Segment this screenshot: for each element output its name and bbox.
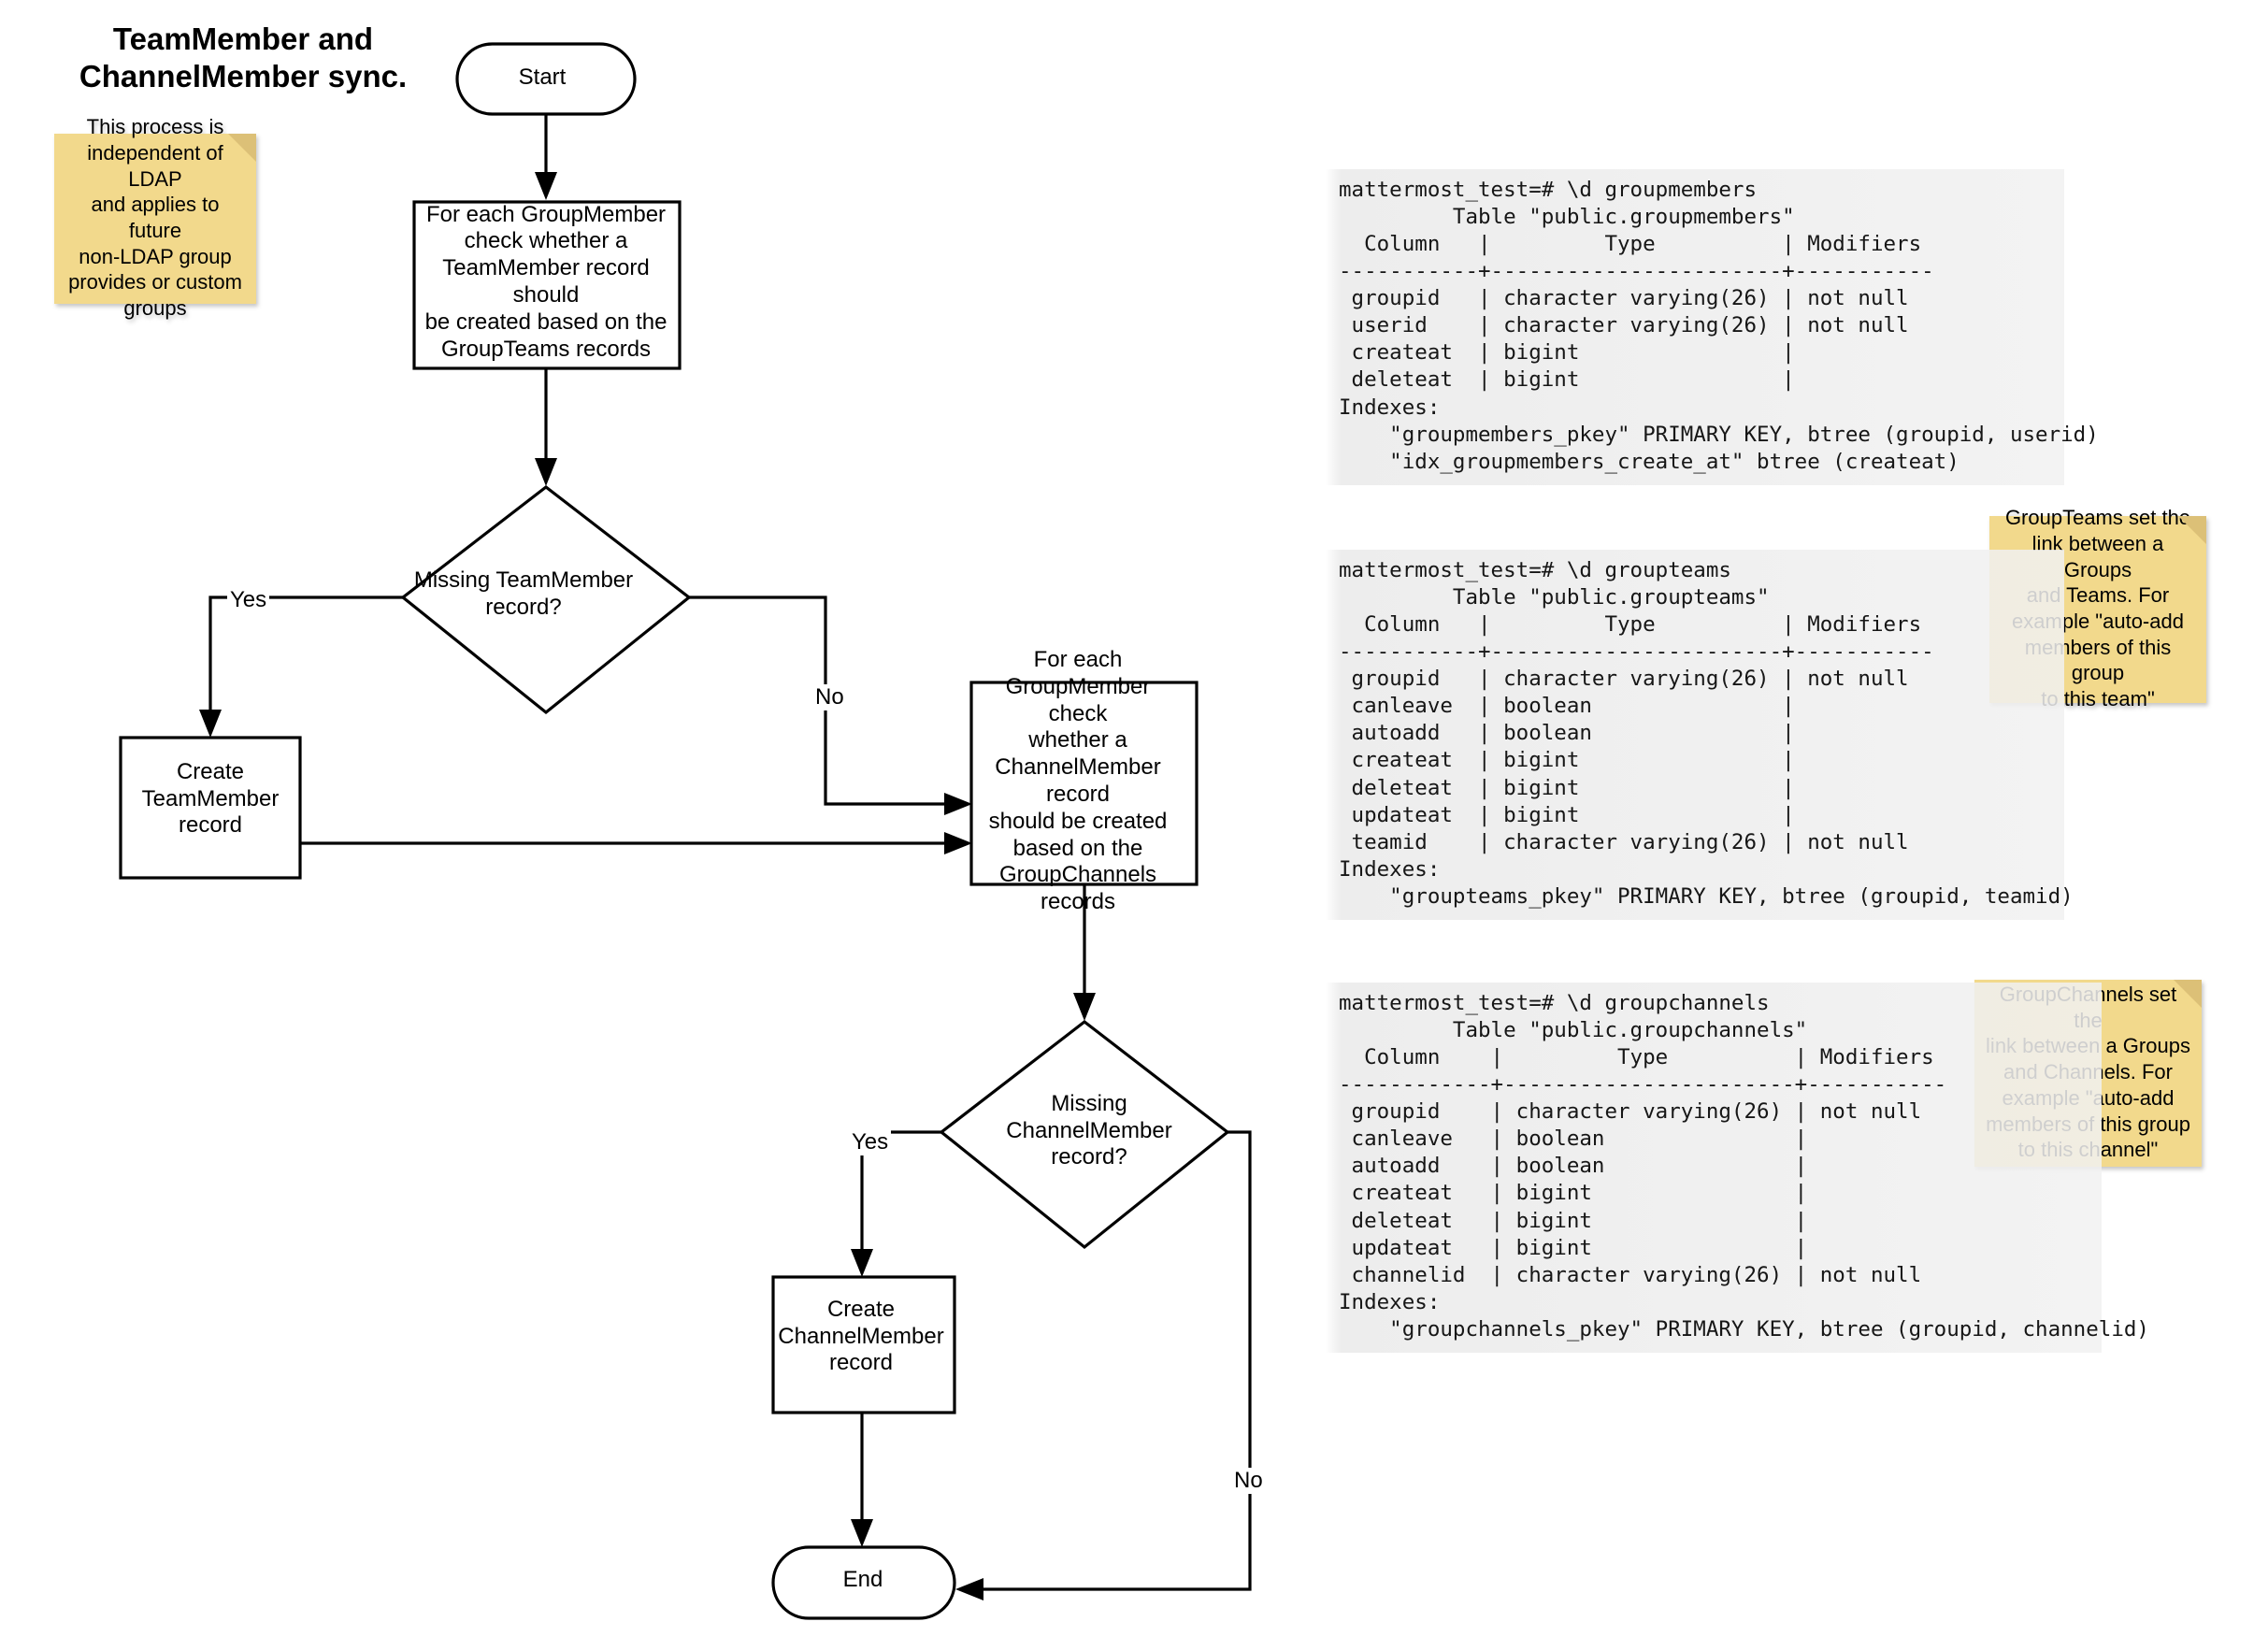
arrowhead-createcm-to-end: [851, 1519, 873, 1547]
terminal-output-groupchannels: mattermost_test=# \d groupchannels Table…: [1326, 982, 2149, 1354]
edge-decision2-no: [975, 1130, 1252, 1591]
terminal-output-groupteams: mattermost_test=# \d groupteams Table "p…: [1326, 549, 2074, 921]
edge-label-teammember-yes: Yes: [227, 587, 270, 613]
edge-label-channelmember-no: No: [1231, 1468, 1266, 1494]
sticky-note-ldap[interactable]: This process is independent of LDAP and …: [54, 115, 256, 320]
decision-missing-teammember-label[interactable]: Missing TeamMember record?: [413, 567, 634, 620]
process-channelmember-check-label[interactable]: For each GroupMember check whether a Cha…: [988, 647, 1168, 915]
arrowhead-decision2-no: [955, 1578, 983, 1600]
arrowhead-decision2-yes: [851, 1249, 873, 1277]
end-node-label[interactable]: End: [842, 1566, 883, 1592]
arrowhead-process2-to-decision2: [1073, 993, 1096, 1021]
sticky-note-ldap-text: This process is independent of LDAP and …: [68, 115, 242, 321]
page-title: TeamMember and ChannelMember sync.: [79, 22, 408, 94]
arrowhead-decision1-yes: [199, 710, 222, 738]
arrowhead-createtm-to-process2: [944, 832, 972, 854]
process-teammember-check-label[interactable]: For each GroupMember check whether a Tea…: [424, 201, 667, 362]
create-teammember-label[interactable]: Create TeamMember record: [141, 758, 280, 839]
decision-missing-channelmember-label[interactable]: Missing ChannelMember record?: [1006, 1090, 1172, 1170]
start-node-label[interactable]: Start: [518, 64, 567, 90]
edge-label-channelmember-yes: Yes: [849, 1129, 892, 1155]
terminal-output-groupmembers: mattermost_test=# \d groupmembers Table …: [1326, 168, 2099, 485]
arrowhead-decision1-no: [944, 793, 972, 815]
edge-decision1-yes: [208, 596, 403, 718]
create-channelmember-label[interactable]: Create ChannelMember record: [778, 1296, 944, 1376]
arrowhead-process1-to-decision1: [535, 458, 557, 486]
edge-label-teammember-no: No: [812, 684, 847, 710]
arrowhead-start-to-process1: [535, 172, 557, 200]
